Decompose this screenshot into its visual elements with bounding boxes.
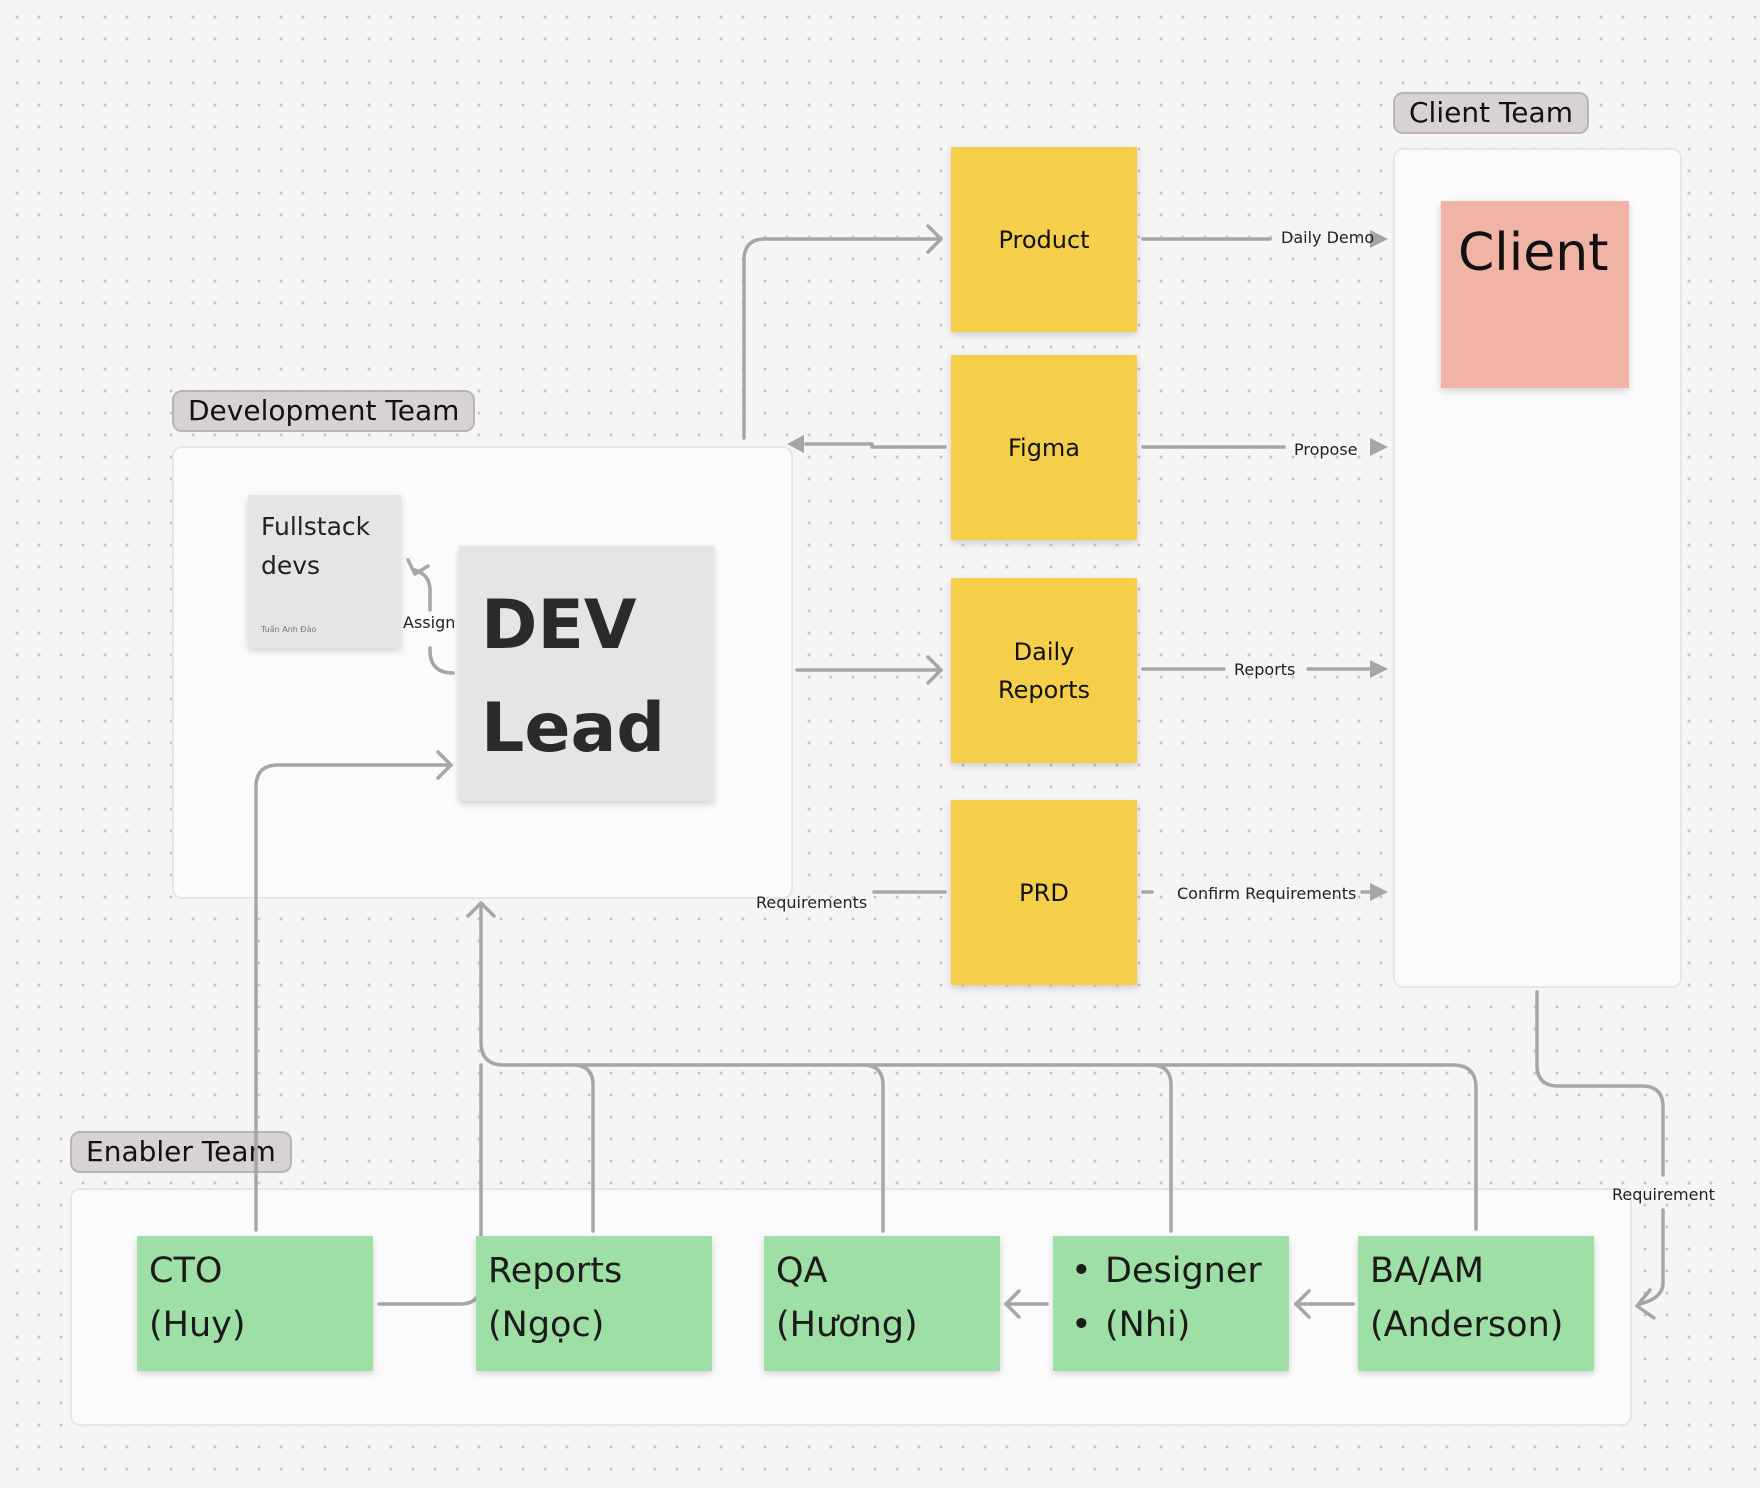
label-assign[interactable]: Assign (403, 613, 456, 632)
daily-reports-line-2: Reports (997, 675, 1091, 704)
label-requirement[interactable]: Requirement (1612, 1185, 1715, 1204)
sticky-dev-lead[interactable]: DEV Lead (459, 546, 714, 801)
fullstack-line-1: Fullstack (261, 512, 371, 541)
sticky-prd[interactable]: PRD (951, 800, 1137, 985)
sticky-figma[interactable]: Figma (951, 355, 1137, 540)
sticky-fullstack-devs[interactable]: Fullstack devs Tuấn Anh Đào (248, 495, 401, 648)
reports-member-line-1: Reports (488, 1251, 623, 1291)
client-team-label[interactable]: Client Team (1393, 92, 1589, 134)
connector-cto-to-dev-lead (254, 763, 453, 1232)
daily-reports-line-1: Daily (1013, 637, 1075, 666)
ba-line-1: BA/AM (1370, 1251, 1484, 1291)
reports-member-line-2: (Ngọc) (488, 1305, 605, 1345)
connector-figma-to-dev (804, 442, 947, 449)
label-propose[interactable]: Propose (1294, 440, 1358, 459)
connector-cto-to-reports (377, 1063, 483, 1306)
dev-lead-line-2: Lead (481, 689, 666, 768)
figma-text: Figma (1007, 433, 1081, 462)
ba-line-2: (Anderson) (1370, 1305, 1564, 1345)
sticky-product[interactable]: Product (951, 147, 1137, 332)
client-text: Client (1458, 223, 1609, 283)
qa-line-1: QA (776, 1251, 828, 1291)
label-daily-demo[interactable]: Daily Demo (1281, 228, 1375, 247)
sticky-qa[interactable]: QA (Hương) (764, 1236, 1000, 1371)
development-team-label[interactable]: Development Team (172, 390, 476, 432)
fullstack-author: Tuấn Anh Đào (261, 625, 317, 634)
dev-lead-line-1: DEV (481, 586, 637, 665)
connector-enabler-to-dev (479, 901, 1478, 1231)
sticky-cto[interactable]: CTO (Huy) (137, 1236, 373, 1371)
label-requirements[interactable]: Requirements (756, 893, 868, 912)
product-text: Product (998, 225, 1090, 254)
connector-client-requirement (1535, 990, 1665, 1177)
connector-dev-to-product (742, 237, 943, 440)
designer-line-1: Designer (1065, 1244, 1277, 1298)
sticky-designer[interactable]: Designer (Nhi) (1053, 1236, 1289, 1371)
qa-line-2: (Hương) (776, 1305, 918, 1345)
prd-text: PRD (1019, 878, 1069, 907)
label-confirm-requirements[interactable]: Confirm Requirements (1177, 884, 1357, 903)
sticky-reports-member[interactable]: Reports (Ngọc) (476, 1236, 712, 1371)
fullstack-line-2: devs (261, 551, 321, 580)
sticky-client[interactable]: Client (1441, 201, 1629, 388)
connector-assign (428, 646, 455, 675)
sticky-ba-am[interactable]: BA/AM (Anderson) (1358, 1236, 1594, 1371)
sticky-daily-reports[interactable]: Daily Reports (951, 578, 1137, 763)
cto-line-1: CTO (149, 1251, 223, 1291)
label-reports[interactable]: Reports (1234, 660, 1296, 679)
designer-line-2: (Nhi) (1065, 1298, 1277, 1352)
cto-line-2: (Huy) (149, 1305, 246, 1345)
